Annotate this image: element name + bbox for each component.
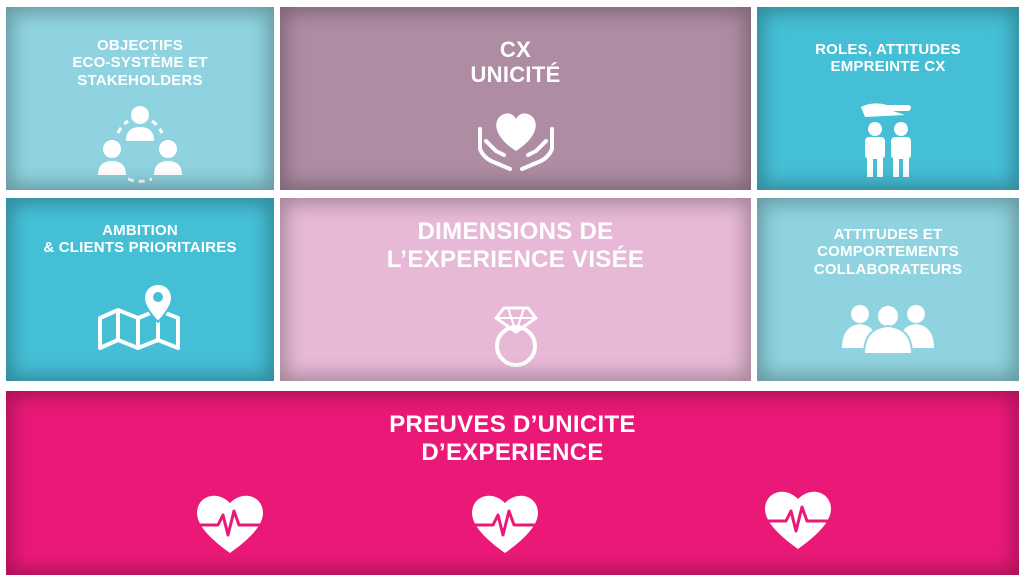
tile-dimensions: DIMENSIONS DE L’EXPERIENCE VISÉE [280, 198, 751, 381]
hand-over-people-icon [861, 103, 911, 177]
map-pin-icon [98, 282, 180, 350]
tile-cx: CX UNICITÉ [280, 7, 751, 190]
tile-preuves-title: PREUVES D’UNICITE D’EXPERIENCE [389, 411, 636, 466]
tile-objectifs: OBJECTIFS ECO-SYSTÈME ET STAKEHOLDERS [6, 7, 274, 190]
tile-cx-title: CX UNICITÉ [470, 37, 561, 88]
tile-roles: ROLES, ATTITUDES EMPREINTE CX [757, 7, 1019, 190]
tile-roles-title: ROLES, ATTITUDES EMPREINTE CX [815, 41, 961, 76]
tile-attitudes-title: ATTITUDES ET COMPORTEMENTS COLLABORATEUR… [813, 226, 963, 278]
heartbeat-heart-icon [764, 491, 832, 549]
tile-ambition: AMBITION & CLIENTS PRIORITAIRES [6, 198, 274, 381]
people-cycle-icon [98, 106, 182, 183]
tile-attitudes: ATTITUDES ET COMPORTEMENTS COLLABORATEUR… [757, 198, 1019, 381]
heartbeat-heart-icon [471, 495, 539, 553]
heartbeat-heart-icon [196, 495, 264, 553]
tile-objectifs-title: OBJECTIFS ECO-SYSTÈME ET STAKEHOLDERS [72, 37, 208, 89]
tile-ambition-title: AMBITION & CLIENTS PRIORITAIRES [43, 222, 237, 257]
group-people-icon [842, 304, 934, 354]
heart-hands-icon [477, 113, 554, 171]
diamond-ring-icon [494, 306, 537, 367]
tile-dimensions-title: DIMENSIONS DE L’EXPERIENCE VISÉE [386, 218, 645, 273]
tile-preuves: PREUVES D’UNICITE D’EXPERIENCE [6, 391, 1019, 575]
